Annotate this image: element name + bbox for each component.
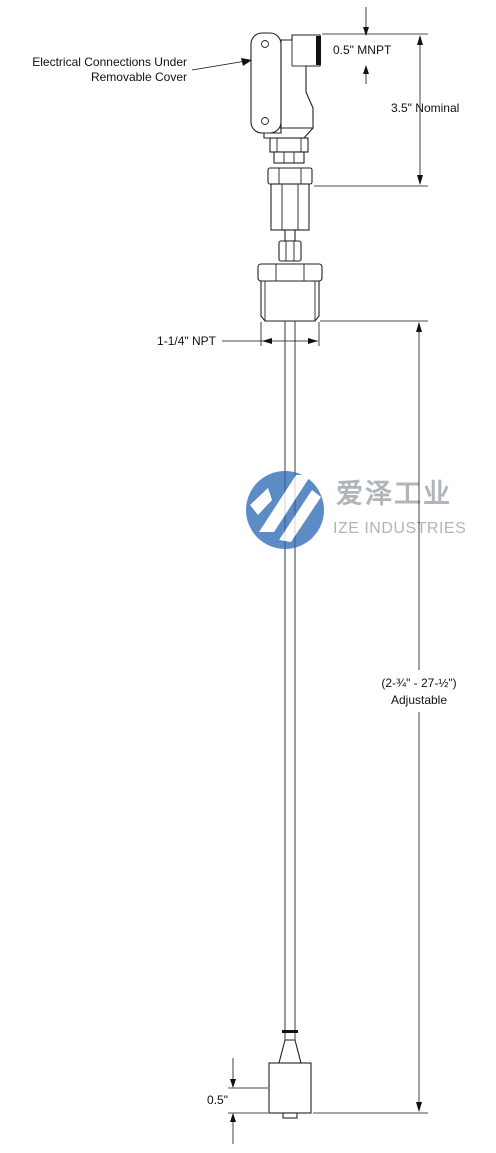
npt-thread-body — [260, 280, 320, 322]
watermark: 爱泽工业 IZE INDUSTRIES — [246, 471, 466, 549]
watermark-cn-text: 爱泽工业 — [336, 479, 452, 510]
mnpt-dimension: 0.5" MNPT — [333, 7, 392, 84]
mnpt-label: 0.5" MNPT — [333, 43, 392, 57]
ize-logo-icon — [246, 471, 324, 549]
adjustable-range-label: (2-¾" - 27-½") — [381, 676, 456, 690]
nominal-dimension: 3.5" Nominal — [314, 33, 459, 187]
electrical-label-line1: Electrical Connections Under — [32, 55, 187, 69]
float-dimension: 0.5" — [207, 1058, 268, 1144]
electrical-callout: Electrical Connections Under Removable C… — [32, 55, 252, 84]
hex-nut-process — [257, 263, 323, 282]
npt-label: 1-1/4" NPT — [157, 334, 217, 348]
electrical-label-line2: Removable Cover — [91, 70, 187, 84]
housing-neck — [269, 137, 309, 153]
watermark-en-text: IZE INDUSTRIES — [333, 520, 466, 537]
process-connection — [257, 263, 323, 322]
callout-arrowhead — [241, 58, 252, 66]
sensor-head — [250, 32, 321, 262]
adjustable-dimension: (2-¾" - 27-½") Adjustable — [313, 320, 457, 1114]
cover-screw-bottom — [261, 117, 269, 125]
small-hex-fitting — [278, 240, 302, 262]
npt-dimension: 1-1/4" NPT — [157, 322, 320, 348]
float-body — [268, 1062, 312, 1114]
coupling-body — [270, 183, 310, 231]
sensor-stem — [278, 321, 302, 1064]
adjustable-label: Adjustable — [391, 693, 447, 707]
float-height-label: 0.5" — [207, 1093, 228, 1107]
float — [268, 1062, 312, 1119]
conduit-opening — [316, 36, 321, 65]
nominal-label: 3.5" Nominal — [391, 101, 459, 115]
housing-body — [263, 34, 321, 139]
cover-screw-top — [261, 40, 269, 48]
hex-nut-upper — [267, 167, 313, 185]
stem-collar — [282, 1030, 298, 1033]
